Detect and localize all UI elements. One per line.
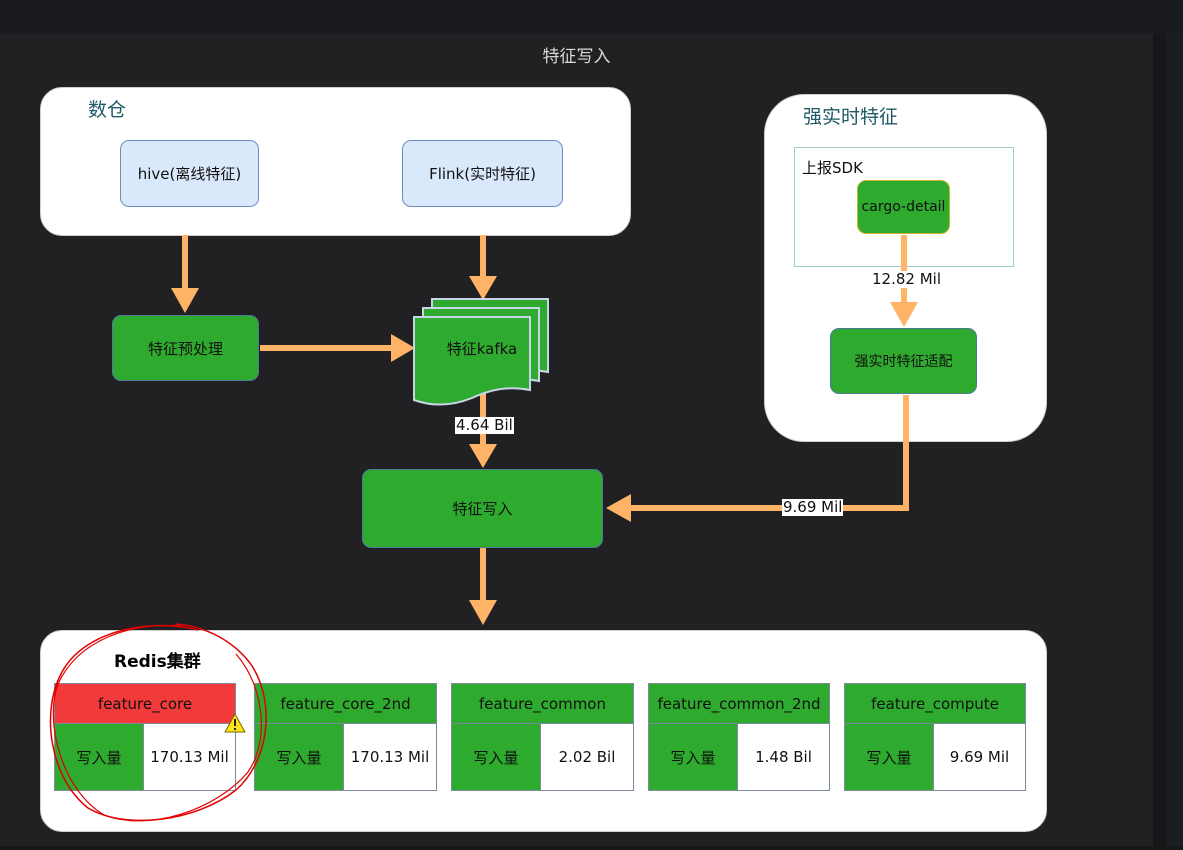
- adapter-node[interactable]: 强实时特征适配: [830, 328, 977, 394]
- redis-metric-value: 170.13 Mil: [144, 724, 235, 790]
- redis-metric-value: 9.69 Mil: [934, 724, 1025, 790]
- redis-table-name: feature_core_2nd: [255, 684, 436, 724]
- redis-metric-label: 写入量: [649, 724, 738, 790]
- edge-label-adapter-writer: 9.69 Mil: [782, 498, 844, 516]
- arrowhead-redis: [469, 600, 497, 625]
- arrow-heads: [171, 276, 918, 625]
- edge-label-kafka-writer: 4.64 Bil: [455, 416, 514, 434]
- kafka-doc-front: [413, 316, 531, 406]
- edge-adapter-writer: [628, 395, 909, 511]
- redis-metric-label: 写入量: [255, 724, 344, 790]
- redis-label: Redis集群: [114, 652, 201, 672]
- redis-metric-value: 1.48 Bil: [738, 724, 829, 790]
- preprocess-node[interactable]: 特征预处理: [112, 315, 259, 381]
- arrowhead-adapter: [890, 302, 918, 327]
- top-bar: [0, 0, 1183, 34]
- redis-metric-value: 170.13 Mil: [344, 724, 436, 790]
- cargo-detail-node[interactable]: cargo-detail: [857, 180, 950, 234]
- redis-table-name: feature_compute: [845, 684, 1025, 724]
- hive-node[interactable]: hive(离线特征): [120, 140, 259, 207]
- arrowhead-writer-top: [469, 444, 497, 468]
- sdk-label: 上报SDK: [802, 159, 863, 177]
- kafka-node[interactable]: 特征kafka: [446, 339, 518, 358]
- arrowhead-writer-right: [606, 494, 631, 522]
- redis-metric-value: 2.02 Bil: [541, 724, 633, 790]
- flink-node[interactable]: Flink(实时特征): [402, 140, 563, 207]
- arrowhead-kafka-top: [469, 276, 497, 300]
- arrowhead-preprocess: [171, 288, 199, 313]
- warehouse-label: 数仓: [88, 99, 127, 121]
- redis-metric-label: 写入量: [845, 724, 934, 790]
- side-panel-edge: [1166, 34, 1183, 846]
- redis-metric-label: 写入量: [55, 724, 144, 790]
- redis-metric-label: 写入量: [452, 724, 541, 790]
- writer-node[interactable]: 特征写入: [362, 469, 603, 548]
- redis-table-name: feature_common: [452, 684, 633, 724]
- redis-table-name: feature_core: [55, 684, 235, 724]
- redis-table-name: feature_common_2nd: [649, 684, 829, 724]
- panel-title: 特征写入: [542, 47, 611, 67]
- realtime-label: 强实时特征: [803, 106, 899, 128]
- edge-label-cargo-adapter: 12.82 Mil: [871, 270, 942, 288]
- arrowhead-kafka-left: [391, 334, 415, 362]
